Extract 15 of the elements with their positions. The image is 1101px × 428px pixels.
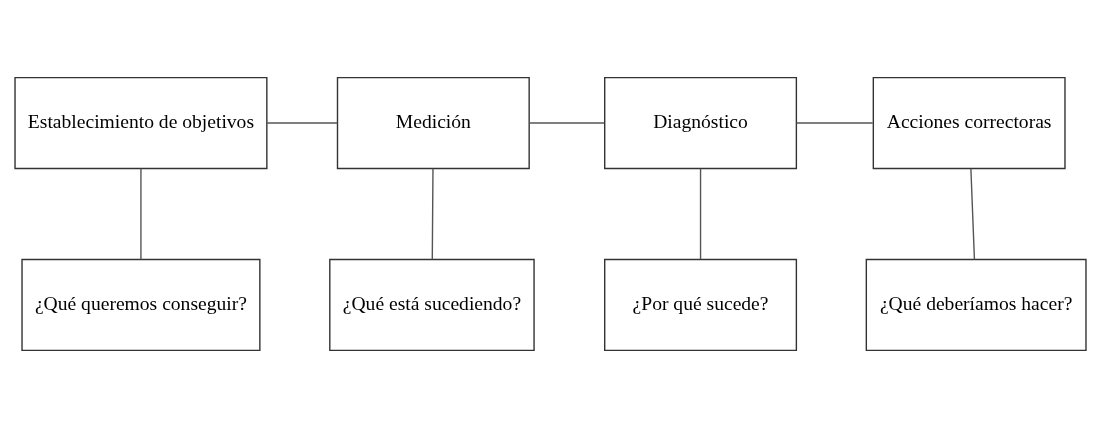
node-box: Establecimiento de objetivos bbox=[14, 76, 268, 170]
node-box: ¿Qué deberíamos hacer? bbox=[865, 258, 1087, 352]
node-box: ¿Qué está sucediendo? bbox=[329, 258, 535, 352]
connector bbox=[140, 168, 142, 260]
node-box: Medición bbox=[336, 76, 530, 170]
node-box: Diagnóstico bbox=[604, 76, 798, 170]
node-box: Acciones correctoras bbox=[872, 76, 1066, 170]
node-box: ¿Por qué sucede? bbox=[604, 258, 798, 352]
connector bbox=[699, 168, 702, 260]
connector bbox=[528, 122, 605, 124]
connector bbox=[795, 122, 874, 124]
connector bbox=[970, 168, 976, 260]
node-box: ¿Qué queremos conseguir? bbox=[21, 258, 261, 352]
connector bbox=[266, 122, 338, 124]
connector bbox=[431, 168, 434, 260]
